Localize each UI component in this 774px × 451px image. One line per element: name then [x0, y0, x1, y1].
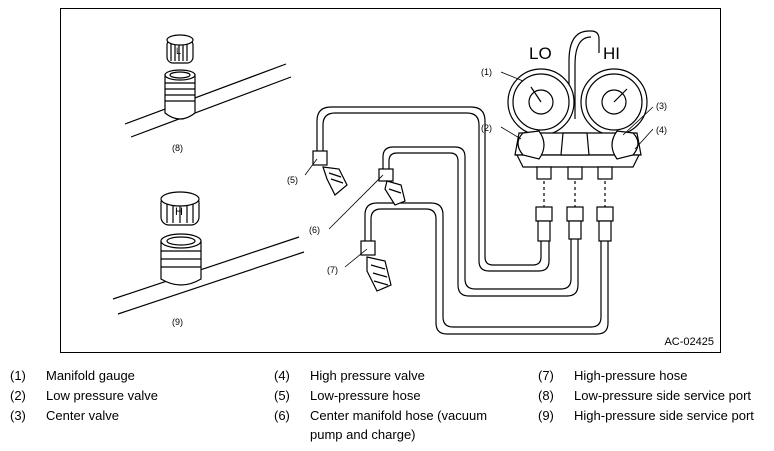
legend-number: (2)	[10, 388, 26, 403]
low-pressure-coupler	[312, 150, 348, 196]
legend-text: High-pressure side service port	[574, 408, 754, 423]
legend-text: Low-pressure side service port	[574, 388, 752, 403]
legend-number: (7)	[538, 368, 554, 383]
legend-text: Center valve	[46, 408, 119, 423]
callout-5: (5)	[287, 175, 298, 185]
legend-number: (9)	[538, 408, 554, 423]
callout-4: (4)	[656, 125, 667, 135]
legend-text-block: Center manifold hose (vacuum pump and ch…	[310, 406, 487, 444]
manifold-gauge	[507, 30, 648, 180]
diagram-frame: LO HI L H (1) (2) (3) (4) (5) (6) (7) (8…	[60, 8, 721, 353]
legend-text: Manifold gauge	[46, 368, 135, 383]
legend-text: Low-pressure hose	[310, 388, 421, 403]
callout-6: (6)	[309, 225, 320, 235]
legend-text: High pressure valve	[310, 368, 425, 383]
callout-3: (3)	[656, 101, 667, 111]
legend-item: (8) Low-pressure side service port	[538, 386, 751, 405]
legend-item: (3) Center valve	[10, 406, 119, 425]
legend-text: High-pressure hose	[574, 368, 688, 383]
high-pressure-coupler	[360, 240, 392, 292]
legend-number: (8)	[538, 388, 554, 403]
legend-number: (5)	[274, 388, 290, 403]
callout-1: (1)	[481, 67, 492, 77]
legend-item: (9) High-pressure side service port	[538, 406, 754, 425]
figure-id: AC-02425	[664, 336, 714, 348]
cap-lo-letter: L	[176, 46, 181, 56]
legend-item: (2) Low pressure valve	[10, 386, 158, 405]
legend-item: (7) High-pressure hose	[538, 366, 687, 385]
high-pressure-hose	[364, 202, 609, 335]
center-manifold-hose	[382, 146, 579, 297]
legend-item: (5) Low-pressure hose	[274, 386, 421, 405]
legend-text-continued: pump and charge)	[310, 427, 416, 442]
legend-number: (3)	[10, 408, 26, 423]
legend-number: (4)	[274, 368, 290, 383]
legend-item: (4) High pressure valve	[274, 366, 425, 385]
manifold-gauge-diagram: LO HI L H (1) (2) (3) (4) (5) (6) (7) (8…	[112, 30, 667, 335]
gauge-hi-label: HI	[603, 44, 620, 63]
legend-item: (1) Manifold gauge	[10, 366, 135, 385]
callout-leaders	[304, 71, 654, 268]
low-pressure-service-port	[124, 34, 292, 138]
connection-guides	[543, 181, 606, 207]
center-hose-coupler	[378, 168, 406, 206]
hose-fittings-right	[535, 206, 614, 242]
cap-hi-letter: H	[175, 206, 183, 218]
legend-number: (6)	[274, 408, 290, 423]
legend-text: Low pressure valve	[46, 388, 158, 403]
callout-8: (8)	[172, 143, 183, 153]
callout-7: (7)	[327, 265, 338, 275]
high-pressure-service-port	[112, 191, 305, 315]
callout-9: (9)	[172, 317, 183, 327]
callout-2: (2)	[481, 123, 492, 133]
legend-number: (1)	[10, 368, 26, 383]
gauge-lo-label: LO	[529, 44, 552, 63]
low-pressure-hose	[316, 106, 550, 272]
legend-text: Center manifold hose (vacuum	[310, 408, 488, 423]
legend-item: (6) Center manifold hose (vacuum pump an…	[274, 406, 487, 444]
